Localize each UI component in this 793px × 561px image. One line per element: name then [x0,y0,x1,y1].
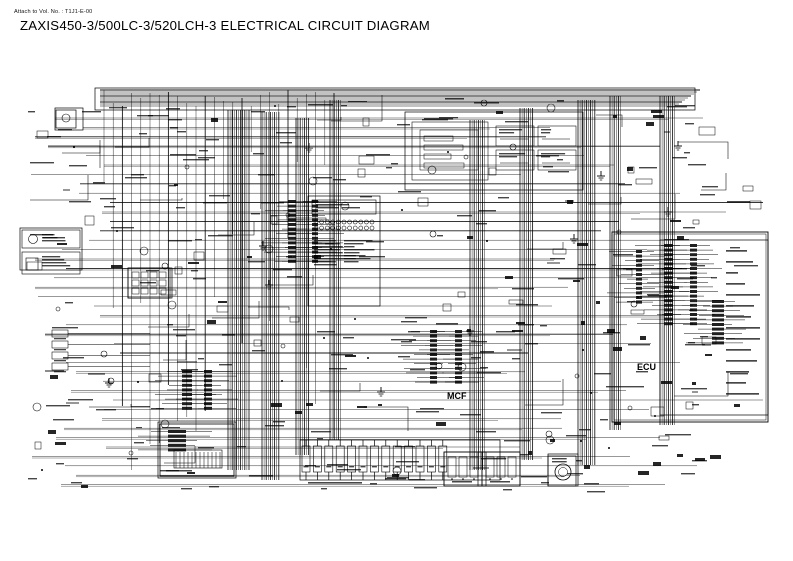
mcf-label: MCF [447,391,467,401]
ecu-label: ECU [637,362,656,372]
schematic-generated-layer [19,87,769,493]
attach-volume-note: Attach to Vol. No. : T1J1-E-00 [14,9,93,15]
page-title: ZAXIS450-3/500LC-3/520LCH-3 ELECTRICAL C… [20,18,430,33]
schematic-label-layer: ECU MCF [447,362,656,401]
